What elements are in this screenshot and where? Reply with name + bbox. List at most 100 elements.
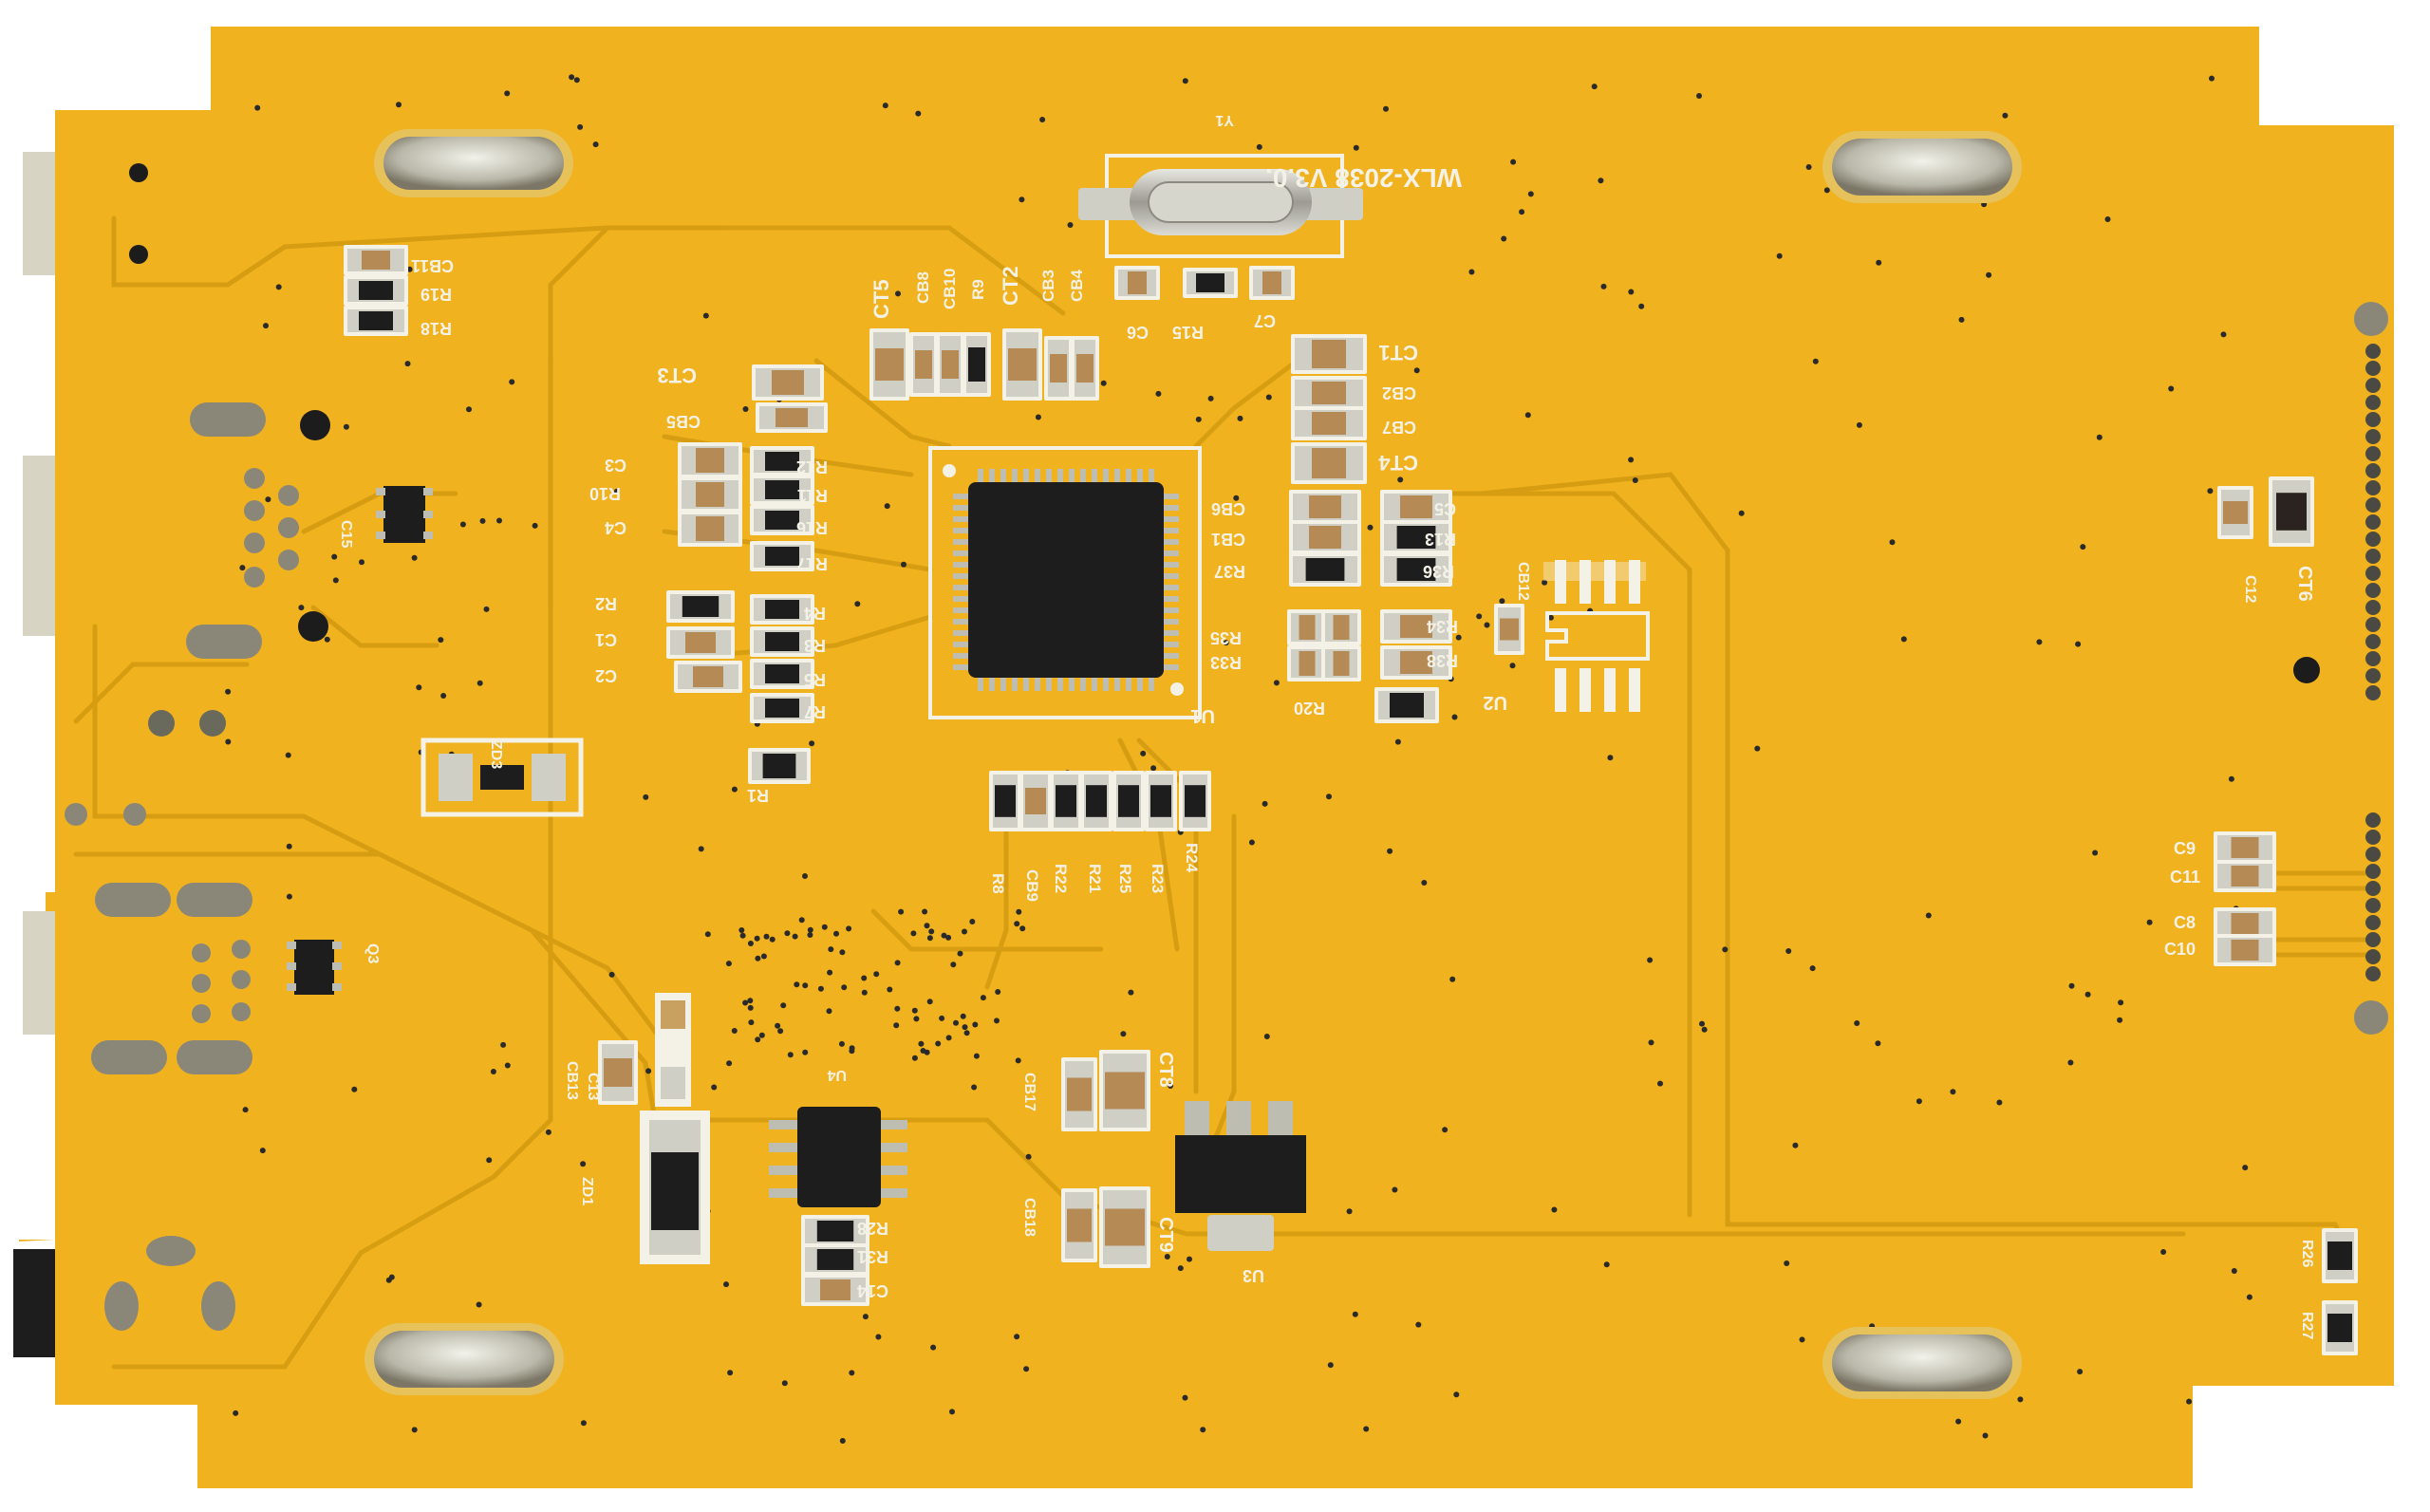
via bbox=[994, 1017, 1000, 1024]
chip-q3 bbox=[287, 940, 342, 995]
capacitor-body bbox=[1128, 271, 1147, 294]
header-pin bbox=[2365, 378, 2381, 393]
via bbox=[1164, 1254, 1170, 1260]
label-cb7: CB7 bbox=[1382, 418, 1416, 437]
u1-pin bbox=[953, 516, 970, 522]
label-r20: R20 bbox=[1294, 699, 1325, 718]
via bbox=[2186, 1398, 2193, 1405]
via bbox=[343, 423, 349, 430]
via bbox=[477, 680, 483, 686]
header-pin bbox=[2365, 412, 2381, 427]
u1-pin bbox=[953, 642, 970, 647]
via bbox=[645, 1068, 652, 1074]
via bbox=[2036, 639, 2043, 645]
via bbox=[1413, 367, 1420, 374]
via bbox=[711, 1084, 718, 1091]
via bbox=[1015, 1057, 1021, 1064]
right-header-pins bbox=[2354, 302, 2388, 1035]
via bbox=[404, 361, 411, 367]
u1-pin bbox=[1162, 619, 1179, 625]
u1-pin bbox=[1092, 469, 1097, 484]
header-pin bbox=[2365, 830, 2381, 845]
u1-pin bbox=[1137, 676, 1143, 691]
chip-u4 bbox=[769, 1107, 907, 1207]
via bbox=[893, 1022, 900, 1029]
via bbox=[1468, 269, 1475, 275]
via bbox=[438, 637, 444, 644]
via bbox=[259, 1148, 266, 1154]
header-pin bbox=[2365, 685, 2381, 700]
u1-pin bbox=[1035, 676, 1040, 691]
label-r25: R25 bbox=[1116, 864, 1134, 893]
via bbox=[286, 843, 292, 849]
via bbox=[1120, 1031, 1127, 1037]
via bbox=[1019, 196, 1025, 203]
u1-pin bbox=[1162, 585, 1179, 590]
via bbox=[1484, 622, 1490, 628]
via bbox=[1524, 412, 1531, 419]
via bbox=[807, 926, 813, 933]
label-r21: R21 bbox=[1086, 864, 1104, 893]
via bbox=[1785, 948, 1792, 954]
via bbox=[1415, 1321, 1422, 1328]
label-c11: C11 bbox=[2170, 868, 2200, 887]
capacitor-body bbox=[1105, 1072, 1145, 1110]
u1-pin bbox=[1103, 676, 1109, 691]
via bbox=[1168, 1083, 1174, 1089]
resistor-body bbox=[1185, 785, 1206, 817]
via bbox=[769, 936, 776, 943]
header-pin bbox=[2365, 864, 2381, 879]
via bbox=[2068, 982, 2075, 989]
via bbox=[862, 1314, 869, 1320]
u1-pin bbox=[1114, 676, 1120, 691]
via bbox=[787, 1052, 794, 1058]
via bbox=[939, 1015, 945, 1021]
via bbox=[1392, 1186, 1398, 1193]
label-r26: R26 bbox=[2299, 1240, 2315, 1267]
via bbox=[332, 577, 339, 584]
capacitor-body bbox=[1312, 382, 1346, 404]
via bbox=[873, 971, 880, 978]
via bbox=[731, 1028, 738, 1034]
resistor-body bbox=[968, 347, 985, 382]
capacitor-body bbox=[820, 1279, 850, 1300]
via bbox=[1455, 634, 1462, 641]
via bbox=[1657, 1080, 1663, 1087]
via bbox=[1812, 358, 1819, 364]
via bbox=[263, 323, 269, 329]
label-cb2: CB2 bbox=[1382, 383, 1416, 402]
via bbox=[930, 1344, 937, 1351]
u1-pin bbox=[1012, 676, 1018, 691]
label-u3: U3 bbox=[1243, 1266, 1264, 1285]
label-ct9: CT9 bbox=[1155, 1217, 1176, 1253]
resistor-body bbox=[1390, 693, 1424, 718]
via bbox=[1327, 1362, 1334, 1369]
via bbox=[1263, 1034, 1270, 1039]
u1-pin bbox=[1162, 505, 1179, 511]
via bbox=[476, 1301, 482, 1308]
resistor-body bbox=[765, 452, 799, 471]
chip-c15 bbox=[376, 486, 433, 543]
resistor-body bbox=[1305, 558, 1345, 581]
via bbox=[849, 1370, 855, 1376]
capacitor-body bbox=[2231, 866, 2259, 887]
via bbox=[882, 103, 888, 109]
via bbox=[486, 1157, 493, 1164]
via bbox=[592, 141, 599, 148]
label-r27: R27 bbox=[2299, 1312, 2315, 1339]
via bbox=[1776, 252, 1783, 259]
via bbox=[969, 919, 976, 924]
label-cb6: CB6 bbox=[1211, 499, 1245, 518]
via bbox=[894, 960, 901, 966]
via bbox=[1799, 1336, 1805, 1343]
capacitor-body bbox=[1333, 651, 1350, 676]
capacitor-body bbox=[915, 350, 932, 379]
via bbox=[926, 935, 933, 942]
via bbox=[1916, 1098, 1922, 1105]
via bbox=[960, 1013, 966, 1019]
u1-pin bbox=[1114, 469, 1120, 484]
via bbox=[1738, 510, 1745, 516]
via bbox=[1067, 222, 1074, 228]
via bbox=[739, 932, 746, 939]
via bbox=[1363, 1426, 1370, 1432]
